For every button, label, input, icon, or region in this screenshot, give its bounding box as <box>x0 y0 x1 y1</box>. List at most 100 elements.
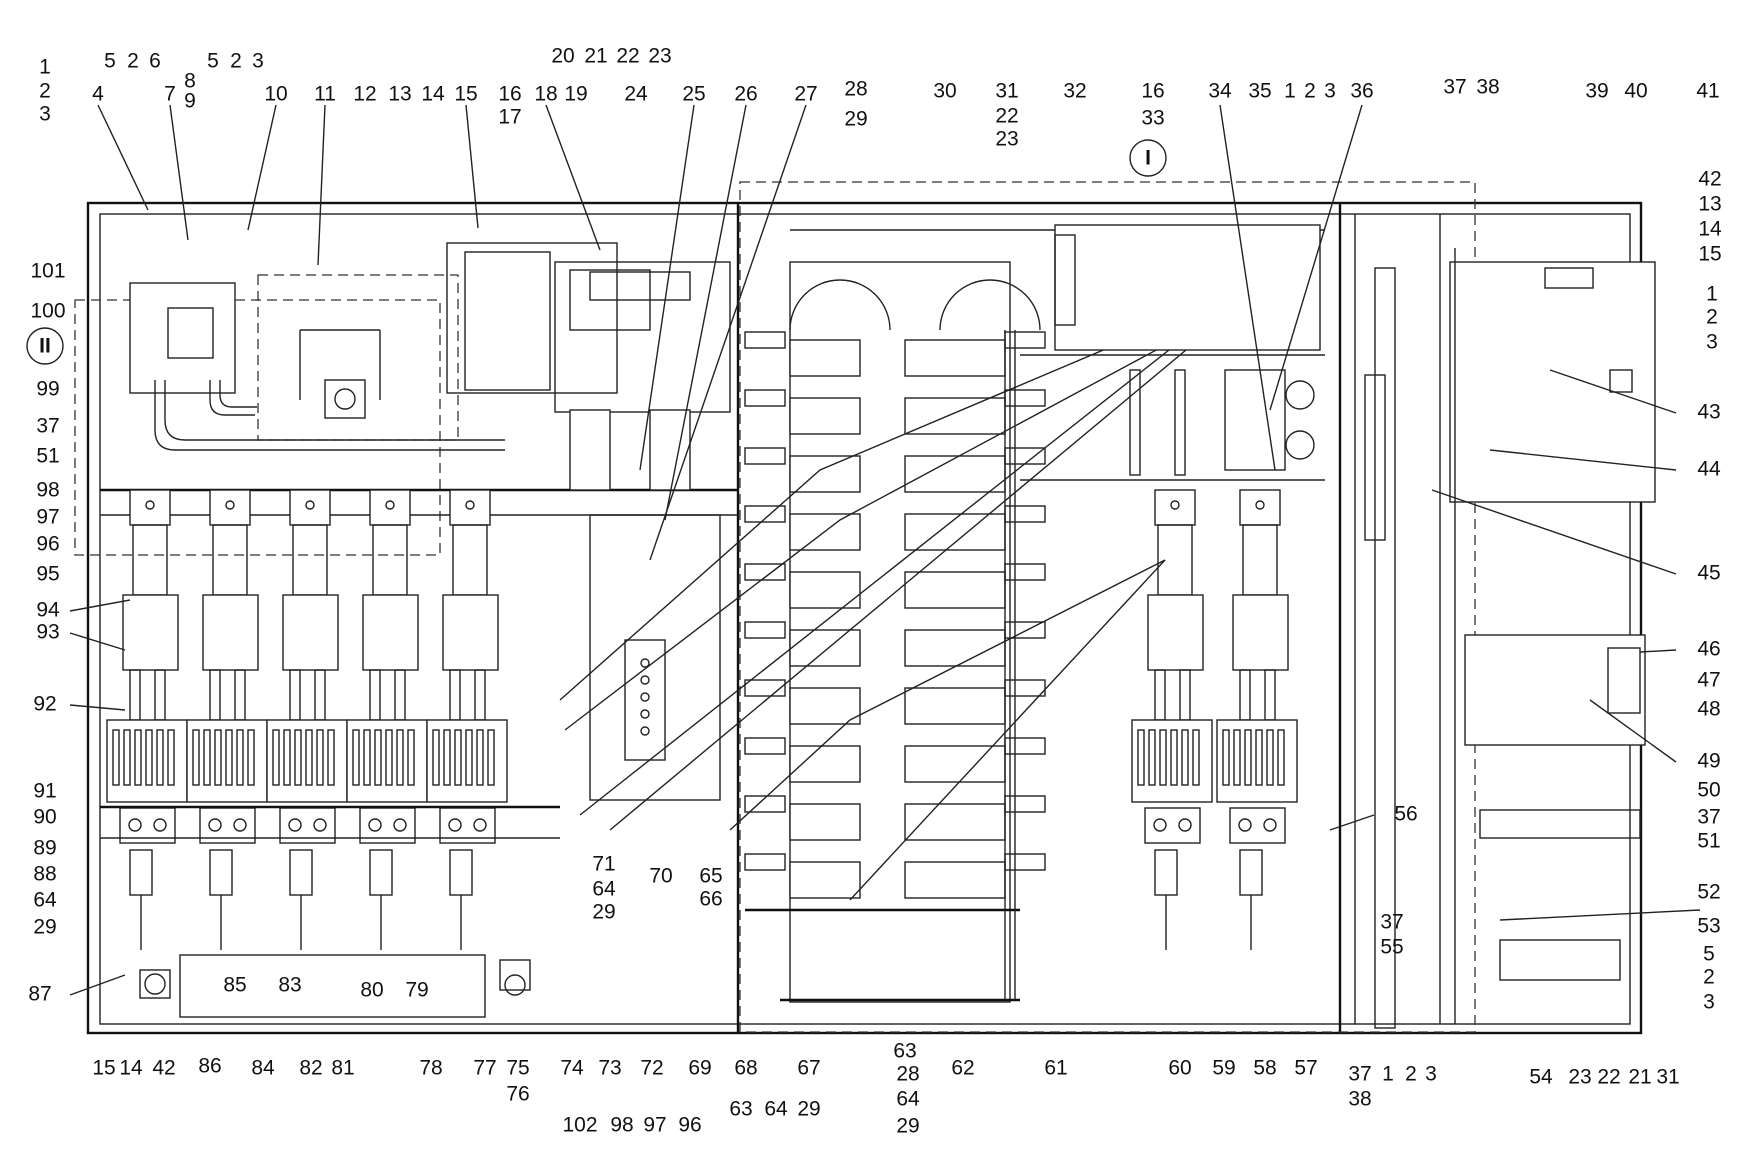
callout-label: 58 <box>1253 1057 1276 1080</box>
callout-label: 76 <box>506 1083 529 1106</box>
callout-label: 15 <box>92 1057 115 1080</box>
callout-label: 37 <box>1380 911 1403 934</box>
callout-label: 21 <box>584 45 607 68</box>
callout-label: 20 <box>551 45 574 68</box>
callout-label: 50 <box>1697 779 1720 802</box>
callout-label: 91 <box>33 780 56 803</box>
callout-label: 5 <box>1703 943 1715 966</box>
callout-label: 36 <box>1350 80 1373 103</box>
callout-label: 17 <box>498 106 521 129</box>
callout-label: 94 <box>36 599 60 622</box>
callout-label: 88 <box>33 863 56 886</box>
callout-label: 3 <box>1703 991 1715 1014</box>
callout-label: 53 <box>1697 915 1720 938</box>
callout-label: 2 <box>39 80 51 103</box>
callout-label: 80 <box>360 979 383 1002</box>
callout-label: 29 <box>33 916 56 939</box>
callout-label: 37 <box>36 415 59 438</box>
callout-label: 102 <box>562 1114 597 1137</box>
callout-label: 38 <box>1476 76 1499 99</box>
callout-label: 5 <box>104 50 116 73</box>
callout-label: 3 <box>1324 80 1336 103</box>
callout-label: 95 <box>36 563 59 586</box>
callout-label: 51 <box>1697 830 1720 853</box>
callout-label: 24 <box>624 83 648 106</box>
callout-label: 82 <box>299 1057 322 1080</box>
view-i-frame <box>739 181 1476 1033</box>
callout-label: 26 <box>734 83 757 106</box>
callout-label: 32 <box>1063 80 1086 103</box>
callout-label: 78 <box>419 1057 442 1080</box>
callout-label: 43 <box>1697 401 1720 424</box>
callout-label: 8 <box>184 70 196 93</box>
cabinet-outline <box>86 201 1643 1035</box>
callout-label: 42 <box>152 1057 175 1080</box>
callout-label: 65 <box>699 865 722 888</box>
callout-label: 39 <box>1585 80 1608 103</box>
view-marker-label: II <box>39 335 51 358</box>
callout-label: 2 <box>1304 80 1316 103</box>
callout-label: 22 <box>995 105 1018 128</box>
callout-label: 98 <box>610 1114 633 1137</box>
callout-label: 3 <box>39 103 51 126</box>
callout-label: 86 <box>198 1055 221 1078</box>
callout-label: 56 <box>1394 803 1417 826</box>
callout-label: 23 <box>1568 1066 1591 1089</box>
callout-label: 31 <box>1656 1066 1679 1089</box>
callout-label: 49 <box>1697 750 1720 773</box>
callout-label: 68 <box>734 1057 757 1080</box>
callout-label: 73 <box>598 1057 621 1080</box>
callout-label: 64 <box>764 1098 788 1121</box>
callout-label: 89 <box>33 837 56 860</box>
callout-label: 22 <box>1597 1066 1620 1089</box>
callout-label: 59 <box>1212 1057 1235 1080</box>
callout-label: 3 <box>1706 331 1718 354</box>
callout-label: 46 <box>1697 638 1720 661</box>
callout-label: 28 <box>844 78 867 101</box>
callout-label: 19 <box>564 83 587 106</box>
callout-label: 40 <box>1624 80 1647 103</box>
callout-label: 4 <box>92 83 104 106</box>
callout-label: 63 <box>893 1040 916 1063</box>
callout-label: 87 <box>28 983 51 1006</box>
callout-label: 60 <box>1168 1057 1191 1080</box>
callout-label: 62 <box>951 1057 974 1080</box>
callout-label: 14 <box>119 1057 143 1080</box>
callout-label: 37 <box>1443 76 1466 99</box>
callout-label: 5 <box>207 50 219 73</box>
callout-label: 29 <box>844 108 867 131</box>
callout-label: 29 <box>797 1098 820 1121</box>
callout-label: 31 <box>995 80 1018 103</box>
callout-label: 29 <box>592 901 615 924</box>
callout-label: 12 <box>353 83 376 106</box>
callout-label: 47 <box>1697 669 1720 692</box>
callout-label: 64 <box>896 1088 920 1111</box>
callout-label: 34 <box>1208 80 1232 103</box>
callout-label: 74 <box>560 1057 584 1080</box>
callout-label: 98 <box>36 479 59 502</box>
callout-label: 67 <box>797 1057 820 1080</box>
callout-label: 99 <box>36 378 59 401</box>
callout-label: 81 <box>331 1057 354 1080</box>
view-marker-label: I <box>1145 147 1151 170</box>
view-ii-marker: II <box>26 327 64 365</box>
callout-label: 13 <box>388 83 411 106</box>
callout-label: 6 <box>149 50 161 73</box>
callout-label: 100 <box>30 300 65 323</box>
callout-label: 44 <box>1697 458 1721 481</box>
fuse-units <box>106 489 1298 950</box>
callout-label: 23 <box>995 128 1018 151</box>
callout-label: 15 <box>1698 243 1721 266</box>
callout-label: 35 <box>1248 80 1271 103</box>
callout-label: 23 <box>648 45 671 68</box>
callout-label: 85 <box>223 974 246 997</box>
callout-label: 77 <box>473 1057 496 1080</box>
callout-label: 1 <box>1284 80 1296 103</box>
callout-label: 69 <box>688 1057 711 1080</box>
callout-label: 29 <box>896 1115 919 1138</box>
callout-label: 16 <box>1141 80 1164 103</box>
callout-label: 45 <box>1697 562 1720 585</box>
callout-label: 63 <box>729 1098 752 1121</box>
view-i-marker: I <box>1129 139 1167 177</box>
